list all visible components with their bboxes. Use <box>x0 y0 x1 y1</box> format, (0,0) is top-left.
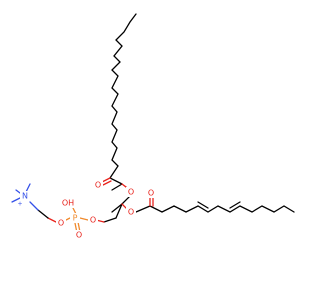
atom-o-carbonyl-2: O <box>148 189 154 198</box>
atom-o-glycerol: O <box>90 216 96 225</box>
glycerol-bond-1 <box>121 195 131 205</box>
double-bond-2 <box>229 201 241 209</box>
structure-svg: O O O O O OH P O O N + <box>11 13 295 240</box>
atom-labels: O O O O O OH P O O N + <box>17 180 156 240</box>
lower-fatty-acid-chain <box>135 195 295 213</box>
molecule-diagram: O O O O O OH P O O N + <box>11 13 295 240</box>
glycerol-bond-4 <box>103 217 117 223</box>
glycerol-backbone <box>103 195 131 223</box>
atom-o-phosphate-down: O <box>76 231 82 240</box>
atom-o-ester-2: O <box>128 208 134 217</box>
atom-o-ester-1: O <box>128 188 134 197</box>
atom-o-phosphate-left: O <box>58 219 64 228</box>
phosphate-p-bond-1 <box>79 217 89 221</box>
glycerol-bond-2 <box>111 203 123 213</box>
lower-chain-bonds <box>135 205 295 213</box>
atom-n: N <box>22 192 28 201</box>
double-bond-1 <box>197 201 209 209</box>
carbonyl-bond-1b <box>102 180 112 186</box>
atom-p: P <box>73 214 78 223</box>
choline-bond-1 <box>37 209 49 219</box>
choline-o-bond <box>47 217 57 223</box>
upper-ester-bond <box>111 183 123 191</box>
upper-chain-bonds <box>109 13 137 185</box>
carbonyl-bond-1a <box>101 177 111 183</box>
choline-bond-2 <box>29 201 39 211</box>
atom-oh-phosphate: OH <box>62 199 74 208</box>
upper-fatty-acid-chain <box>109 13 137 191</box>
atom-o-carbonyl-1: O <box>95 181 101 190</box>
atom-n-charge: + <box>17 201 22 208</box>
glycerol-bond-3 <box>115 203 123 219</box>
